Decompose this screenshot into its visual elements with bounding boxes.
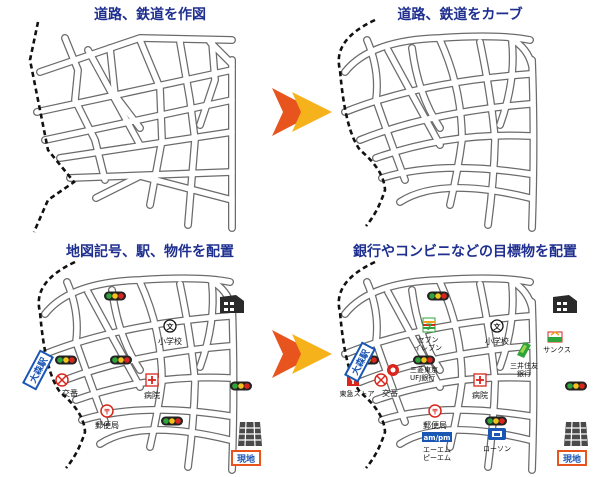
traffic-signal-icon xyxy=(485,416,507,426)
panel2-roads xyxy=(345,36,534,228)
svg-text:7: 7 xyxy=(426,323,432,333)
panel1-roads xyxy=(37,38,232,228)
lawson-logo-icon xyxy=(488,428,506,440)
post-office-icon: 〒 xyxy=(100,404,114,418)
police-label: 交番 xyxy=(382,388,398,398)
site-building-icon xyxy=(237,421,263,447)
sunkus-label: サンクス xyxy=(543,346,571,354)
building-icon xyxy=(553,295,577,313)
arrow-top-icon xyxy=(272,88,332,136)
traffic-signal-icon xyxy=(427,291,449,301)
ampm-logo-icon xyxy=(422,432,452,442)
post-office-label: 郵便局 xyxy=(423,420,447,430)
post-office-label: 郵便局 xyxy=(95,420,119,430)
building-icon xyxy=(220,295,244,313)
traffic-signal-icon xyxy=(55,355,77,365)
tokyu-store-label: 東急ストア xyxy=(340,389,375,398)
svg-text:Y: Y xyxy=(349,377,357,387)
mufj-label-2: UFJ銀行 xyxy=(410,373,435,382)
site-building-icon xyxy=(563,421,589,447)
school-icon: 文 xyxy=(163,319,177,333)
svg-text:〒: 〒 xyxy=(432,408,439,416)
police-box-icon xyxy=(374,373,388,387)
seven-eleven-logo-icon: 7 xyxy=(422,317,436,333)
mufj-logo-icon xyxy=(387,364,399,376)
ampm-logo-text: am/pm xyxy=(424,434,451,442)
smbc-label-2: 銀行 xyxy=(517,369,531,378)
post-office-icon: 〒 xyxy=(428,404,442,418)
site-sign xyxy=(231,450,261,466)
lawson-label: ローソン xyxy=(483,445,511,453)
site-sign xyxy=(557,450,587,466)
smbc-logo-icon xyxy=(517,342,531,358)
police-label: 交番 xyxy=(62,388,78,398)
sunkus-logo-icon xyxy=(547,331,563,343)
ampm-label-2: ピーエム xyxy=(423,454,451,462)
panel1-railway xyxy=(28,21,76,233)
svg-text:〒: 〒 xyxy=(104,408,111,416)
traffic-signal-icon xyxy=(110,355,132,365)
traffic-signal-icon xyxy=(230,381,252,391)
school-icon: 文 xyxy=(490,319,504,333)
seven-eleven-label-2: イレブン xyxy=(414,343,442,352)
station-sign: 大森駅 xyxy=(22,349,54,391)
traffic-signal-icon xyxy=(161,416,183,426)
panel2-railway xyxy=(337,18,387,227)
hospital-label: 病院 xyxy=(472,390,488,400)
hospital-icon xyxy=(145,373,159,387)
ampm-label-1: エーエム xyxy=(423,446,451,454)
svg-text:文: 文 xyxy=(167,322,175,331)
panel4-symbols: 文 小学校 7 セブン イレブン 三菱東京 UFJ銀行 サンクス xyxy=(340,291,589,466)
seven-eleven-label-1: セブン xyxy=(418,335,439,344)
traffic-signal-icon xyxy=(104,291,126,301)
site-label: 現地 xyxy=(563,453,581,465)
hospital-icon xyxy=(473,373,487,387)
panel3-railway xyxy=(37,260,87,469)
panel4-railway xyxy=(337,260,387,469)
police-box-icon xyxy=(55,373,69,387)
school-label: 小学校 xyxy=(485,336,509,346)
smbc-label-1: 三井住友 xyxy=(510,361,538,370)
site-label: 現地 xyxy=(237,453,255,465)
step4-title: 銀行やコンビニなどの目標物を配置 xyxy=(353,244,577,260)
step1-title: 道路、鉄道を作図 xyxy=(94,7,206,23)
arrow-bottom-icon xyxy=(272,330,332,378)
traffic-signal-icon xyxy=(413,355,435,365)
school-label: 小学校 xyxy=(158,336,182,346)
step2-title: 道路、鉄道をカーブ xyxy=(397,7,523,23)
mufj-label-1: 三菱東京 xyxy=(410,365,438,374)
traffic-signal-icon xyxy=(565,381,587,391)
panel3-symbols: 文 小学校 交番 病院 〒 郵便局 大森駅 現地 xyxy=(22,291,263,466)
svg-text:文: 文 xyxy=(494,322,502,331)
panel3-roads xyxy=(45,278,234,470)
step3-title: 地図記号、駅、物件を配置 xyxy=(66,244,234,260)
hospital-label: 病院 xyxy=(144,390,160,400)
